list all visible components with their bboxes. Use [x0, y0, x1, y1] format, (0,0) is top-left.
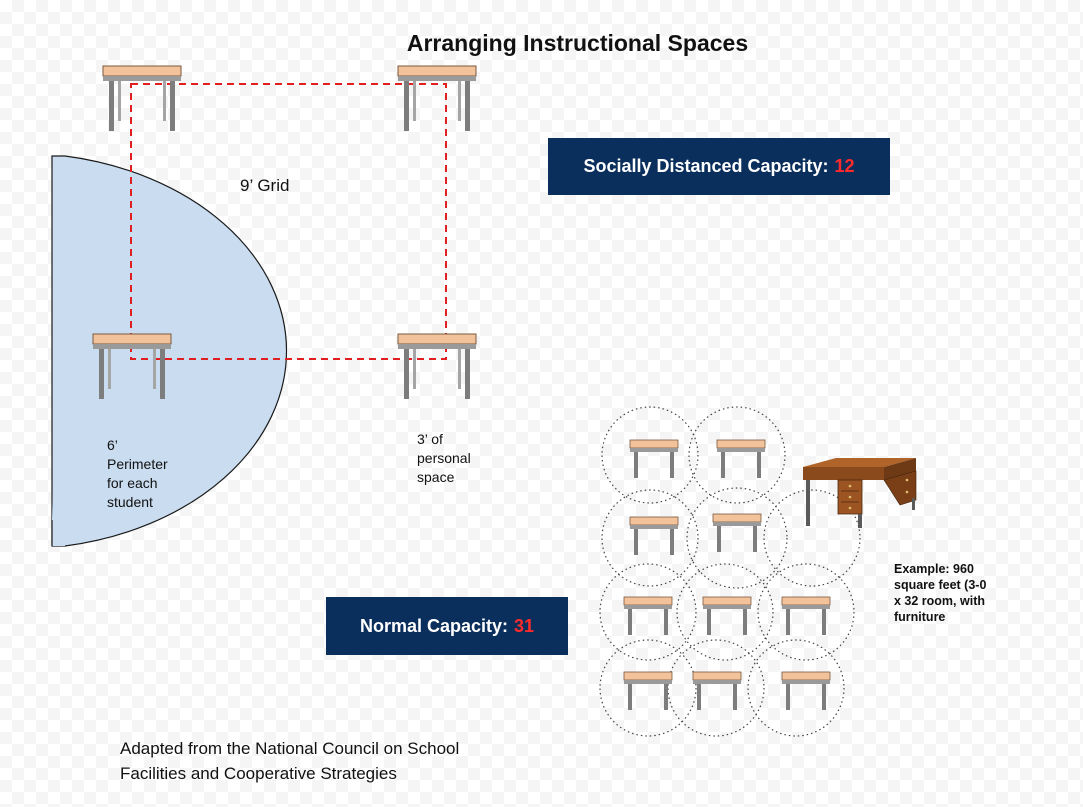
example-note: Example: 960 square feet (3-0 x 32 room,… [894, 562, 987, 624]
desk-top-left [102, 65, 182, 132]
social-capacity-label: Socially Distanced Capacity: [583, 156, 829, 176]
desk-top-right [397, 65, 477, 132]
perimeter-label: 6’ Perimeter for each student [107, 437, 168, 510]
grid-label: 9’ Grid [240, 176, 290, 195]
perimeter-area [51, 155, 288, 547]
source-note: Adapted from the National Council on Sch… [120, 739, 460, 783]
diagram-title: Arranging Instructional Spaces [406, 30, 749, 56]
normal-capacity-badge: Normal Capacity: 31 [326, 597, 568, 655]
teacher-desk [803, 458, 917, 528]
personal-space-label: 3’ of personal space [417, 431, 471, 485]
normal-capacity-value: 31 [514, 615, 535, 636]
normal-capacity-label: Normal Capacity: [359, 615, 508, 636]
nine-foot-grid [130, 83, 447, 360]
social-capacity-badge: Socially Distanced Capacity: 12 [548, 138, 890, 195]
normal-capacity-circles [599, 406, 861, 737]
social-capacity-value: 12 [834, 156, 855, 176]
desk-bottom-right [397, 333, 477, 400]
